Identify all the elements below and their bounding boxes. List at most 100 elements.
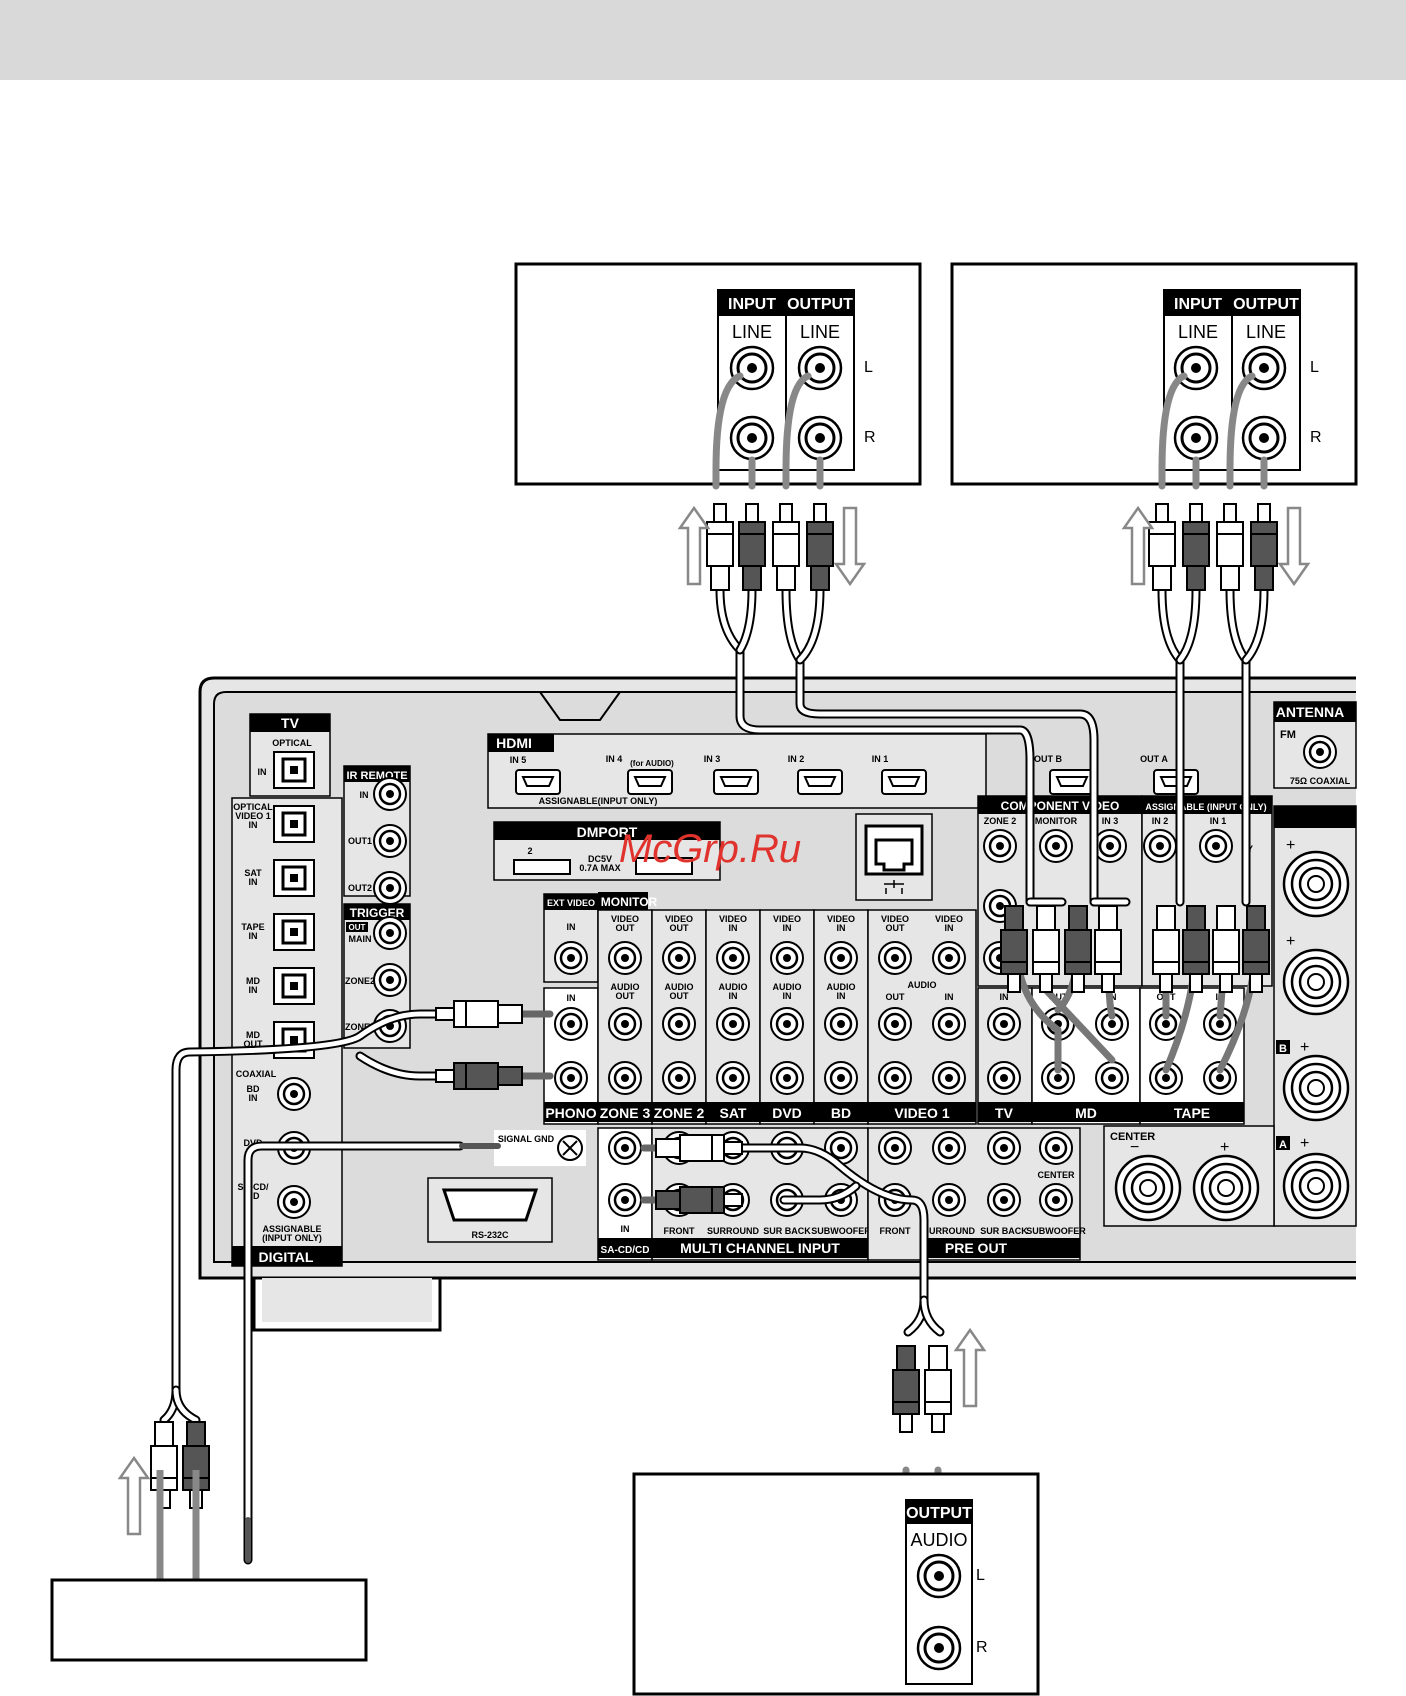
cv-in3-label: IN 3 bbox=[1102, 816, 1119, 826]
ir-in-jack[interactable] bbox=[372, 776, 408, 812]
ir-out2-jack[interactable] bbox=[372, 870, 408, 906]
sacd-l-jack[interactable] bbox=[607, 1130, 643, 1166]
ext-video-in-label: IN bbox=[567, 922, 576, 932]
output-jack-r[interactable] bbox=[797, 415, 843, 461]
tape-optical-in[interactable] bbox=[272, 912, 316, 952]
sat-r-jack[interactable] bbox=[715, 1060, 751, 1096]
hdmi-in2-label: IN 2 bbox=[788, 754, 805, 764]
ext-video-in-jack[interactable] bbox=[553, 940, 589, 976]
preout-jack[interactable] bbox=[931, 1182, 967, 1218]
audio-out-jack-l[interactable] bbox=[916, 1553, 962, 1599]
input-jack-r[interactable] bbox=[729, 415, 775, 461]
cv-monitor-label: MONITOR bbox=[1035, 816, 1078, 826]
output-jack-r[interactable] bbox=[1241, 415, 1287, 461]
preout-subwoofer-label: SUBWOOFER bbox=[1026, 1226, 1086, 1236]
sat-l-jack[interactable] bbox=[715, 1006, 751, 1042]
sacd-r-jack[interactable] bbox=[607, 1182, 643, 1218]
bd-video-in-jack[interactable] bbox=[823, 940, 859, 976]
hdmi-out-b-port[interactable] bbox=[1049, 769, 1095, 795]
zone2-l-jack[interactable] bbox=[661, 1006, 697, 1042]
sp-b-label: B bbox=[1279, 1043, 1287, 1055]
dvd-video-in-jack[interactable] bbox=[769, 940, 805, 976]
dvd-l-jack[interactable] bbox=[769, 1006, 805, 1042]
preout-jack[interactable] bbox=[931, 1130, 967, 1166]
output-jack-l[interactable] bbox=[1241, 345, 1287, 391]
hdmi-in4-port[interactable] bbox=[627, 769, 673, 795]
cv-zone2-label: ZONE 2 bbox=[984, 816, 1017, 826]
video1-in-label: IN bbox=[945, 992, 954, 1002]
sacd-in-label: IN bbox=[621, 1224, 630, 1234]
sat-optical-in[interactable] bbox=[272, 858, 316, 898]
video1-out-r-jack[interactable] bbox=[877, 1060, 913, 1096]
md-in-r-jack[interactable] bbox=[1094, 1060, 1130, 1096]
cv-jack[interactable] bbox=[1092, 828, 1128, 864]
signal-up-arrow-icon bbox=[118, 1456, 150, 1536]
speaker-terminal[interactable] bbox=[1282, 850, 1350, 918]
cv-jack[interactable] bbox=[1142, 828, 1178, 864]
video1-in-r-jack[interactable] bbox=[931, 1060, 967, 1096]
speaker-b-terminal[interactable] bbox=[1282, 1054, 1350, 1122]
monitor-video-out-jack[interactable] bbox=[607, 940, 643, 976]
speaker-terminal[interactable] bbox=[1282, 948, 1350, 1016]
trigger-main-jack[interactable] bbox=[372, 915, 408, 951]
hdmi-in1-port[interactable] bbox=[881, 769, 927, 795]
input-jack-r[interactable] bbox=[1173, 415, 1219, 461]
cv-jack[interactable] bbox=[1198, 828, 1234, 864]
preout-surround-label: SURROUND bbox=[923, 1226, 976, 1236]
hdmi-in2-port[interactable] bbox=[797, 769, 843, 795]
tv-l-jack[interactable] bbox=[986, 1006, 1022, 1042]
video1-in-l-jack[interactable] bbox=[931, 1006, 967, 1042]
tv-r-jack[interactable] bbox=[986, 1060, 1022, 1096]
input-jack-l[interactable] bbox=[729, 345, 775, 391]
hdmi-in5-port[interactable] bbox=[515, 769, 561, 795]
header-band bbox=[0, 0, 1406, 80]
bd-r-jack[interactable] bbox=[823, 1060, 859, 1096]
tv-optical-in[interactable] bbox=[272, 750, 316, 790]
zone3-l-jack[interactable] bbox=[607, 1006, 643, 1042]
video1-video-in-jack[interactable] bbox=[931, 940, 967, 976]
video1-video-out-jack[interactable] bbox=[877, 940, 913, 976]
fm-antenna-jack[interactable] bbox=[1302, 734, 1338, 770]
preout-jack[interactable] bbox=[986, 1130, 1022, 1166]
zone3-r-jack[interactable] bbox=[607, 1060, 643, 1096]
output-jack-l[interactable] bbox=[797, 345, 843, 391]
input-jack-l[interactable] bbox=[1173, 345, 1219, 391]
zone2-r-jack[interactable] bbox=[661, 1060, 697, 1096]
sacd-coaxial-in[interactable] bbox=[276, 1184, 312, 1220]
trigger-zone2-jack[interactable] bbox=[372, 962, 408, 998]
input-header: INPUT bbox=[728, 296, 776, 313]
speaker-a-terminal[interactable] bbox=[1282, 1152, 1350, 1220]
output-line-label: LINE bbox=[800, 322, 840, 342]
bd-l-jack[interactable] bbox=[823, 1006, 859, 1042]
zone2-video-out-jack[interactable] bbox=[661, 940, 697, 976]
ir-out1-jack[interactable] bbox=[372, 823, 408, 859]
dvd-r-jack[interactable] bbox=[769, 1060, 805, 1096]
preout-jack[interactable] bbox=[877, 1130, 913, 1166]
rs232c-port[interactable] bbox=[441, 1188, 539, 1222]
phono-r-jack[interactable] bbox=[553, 1060, 589, 1096]
digital-label: DIGITAL bbox=[259, 1249, 314, 1265]
preout-jack[interactable] bbox=[1038, 1182, 1074, 1218]
audio-out-jack-r[interactable] bbox=[916, 1625, 962, 1671]
center-minus-terminal[interactable] bbox=[1114, 1154, 1182, 1222]
optical-video1-in[interactable] bbox=[272, 804, 316, 844]
cv-jack[interactable] bbox=[1038, 828, 1074, 864]
video1-out-l-jack[interactable] bbox=[877, 1006, 913, 1042]
md-optical-in[interactable] bbox=[272, 966, 316, 1006]
hdmi-in3-port[interactable] bbox=[713, 769, 759, 795]
sat-video-in-jack[interactable] bbox=[715, 940, 751, 976]
preout-jack[interactable] bbox=[1038, 1130, 1074, 1166]
md-out-jack-label: OUT bbox=[1049, 992, 1069, 1002]
bd-coaxial-in[interactable] bbox=[276, 1076, 312, 1112]
cv-jack[interactable] bbox=[982, 828, 1018, 864]
phono-l-jack[interactable] bbox=[553, 1006, 589, 1042]
preout-jack[interactable] bbox=[986, 1182, 1022, 1218]
center-plus-terminal[interactable] bbox=[1192, 1154, 1260, 1222]
ext-video-header: EXT VIDEO bbox=[547, 898, 595, 908]
